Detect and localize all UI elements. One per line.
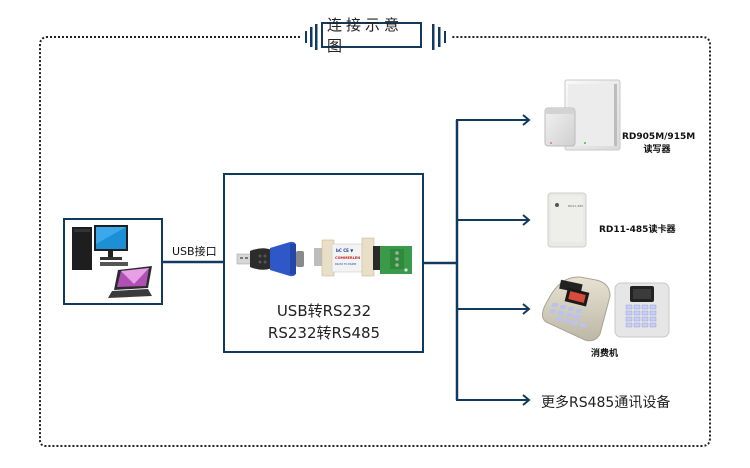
usb-to-db9-adapter-icon xyxy=(236,241,304,277)
branch-device-2 xyxy=(456,214,531,226)
device-label-pos: 消费机 xyxy=(591,349,619,359)
desktop-pc-laptop-icon xyxy=(72,225,152,298)
dotted-frame xyxy=(39,36,711,447)
device-label-rd905m-line1: RD905M/915M xyxy=(622,132,696,142)
branch-device-1 xyxy=(456,114,531,126)
card-reader-icon: RD11-485 xyxy=(547,192,587,248)
device-label-rd11-485: RD11-485读卡器 xyxy=(599,225,676,235)
device-label-rd905m-line2: 读写器 xyxy=(643,145,671,155)
arrow-right-icon xyxy=(522,303,531,315)
branch-device-4 xyxy=(456,394,531,406)
converter-label-line2: RS232转RS485 xyxy=(267,324,381,342)
converter-label: USB转RS232 RS232转RS485 xyxy=(224,300,424,344)
title-decoration-left xyxy=(305,24,318,50)
uhf-reader-panel-icon xyxy=(544,79,621,151)
arrow-right-icon xyxy=(522,394,531,406)
branch-device-3 xyxy=(456,303,531,315)
arrow-right-icon xyxy=(522,114,531,126)
rs232-to-rs485-converter-icon: bC CE ▼ COMMERLEN RS232 TO RS485 xyxy=(314,237,412,277)
pos-terminal-icon xyxy=(542,276,670,342)
svg-text:COMMERLEN: COMMERLEN xyxy=(335,256,360,260)
svg-text:RD11-485: RD11-485 xyxy=(568,204,583,208)
device-label-rd905m: RD905M/915M 读写器 xyxy=(622,132,696,155)
svg-text:RS232 TO RS485: RS232 TO RS485 xyxy=(335,262,357,266)
usb-port-label: USB接口 xyxy=(172,245,217,258)
svg-text:bC CE ▼: bC CE ▼ xyxy=(336,248,354,253)
arrow-right-icon xyxy=(522,214,531,226)
converter-label-line1: USB转RS232 xyxy=(276,302,372,320)
diagram-title: 连接示意图 xyxy=(321,16,422,55)
title-decoration-right xyxy=(432,24,446,50)
device-label-more: 更多RS485通讯设备 xyxy=(541,395,671,411)
